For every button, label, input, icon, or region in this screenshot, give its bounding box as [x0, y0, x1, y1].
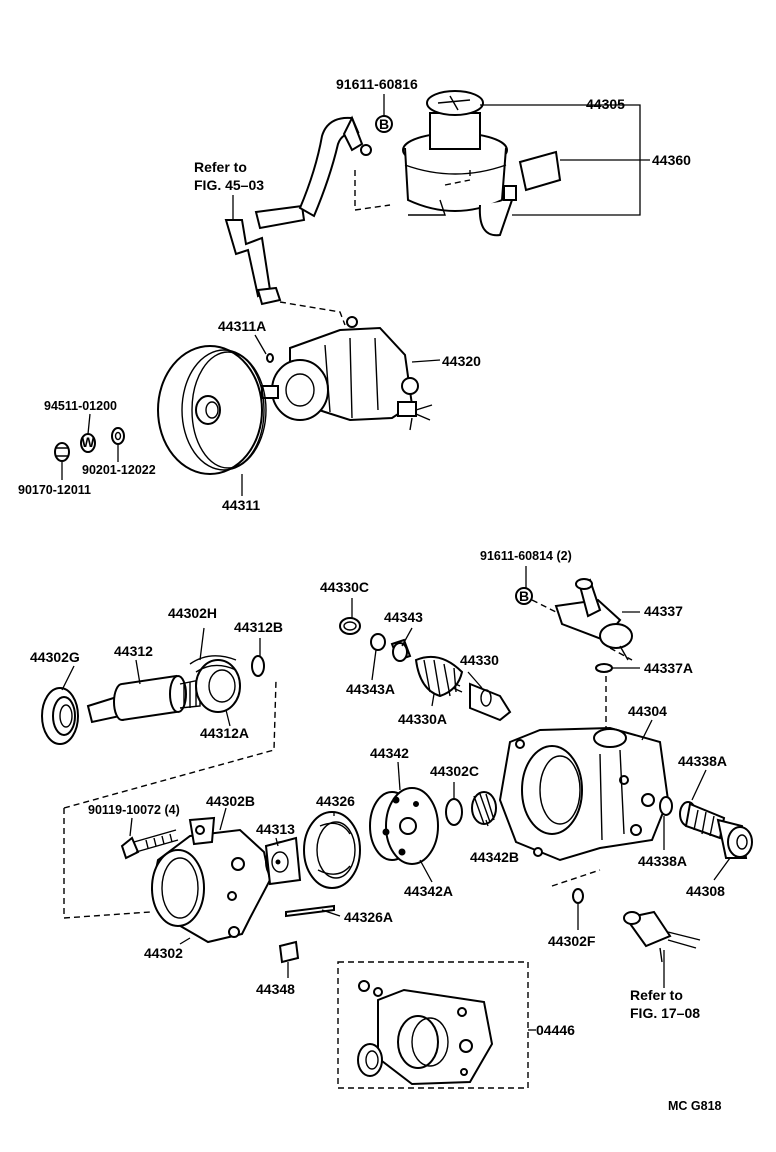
badge-b-top: B [379, 116, 389, 132]
valve-parts [339, 617, 512, 722]
label-44342B: 44342B [470, 849, 519, 865]
label-44305: 44305 [586, 96, 625, 112]
label-04446: 04446 [536, 1022, 575, 1038]
label-44312: 44312 [114, 643, 153, 659]
oring-44302C [445, 798, 463, 826]
label-44343: 44343 [384, 609, 423, 625]
label-44337: 44337 [644, 603, 683, 619]
label-44302C: 44302C [430, 763, 479, 779]
rotor-44313 [264, 836, 302, 886]
label-94511-01200: 94511-01200 [44, 399, 117, 413]
label-44338A-bottom: 44338A [638, 853, 687, 869]
pulley-44311 [157, 345, 267, 475]
refer-fig-17-line2: FIG. 17–08 [630, 1005, 700, 1021]
plug-44302F [551, 869, 601, 904]
label-44360: 44360 [652, 152, 691, 168]
badge-b-bottom: B [519, 588, 529, 604]
pressure-switch [623, 910, 701, 963]
label-44338A-top: 44338A [678, 753, 727, 769]
pressure-plate-44342 [369, 787, 439, 865]
badge-w: W [81, 434, 95, 450]
union-44337 [515, 578, 633, 661]
label-44343A: 44343A [346, 681, 395, 697]
gasket-kit-04446 [337, 961, 529, 1089]
label-44302: 44302 [144, 945, 183, 961]
diagram-code: MC G818 [668, 1099, 722, 1113]
label-44348: 44348 [256, 981, 295, 997]
oring-44337A [595, 663, 613, 673]
label-44308: 44308 [686, 883, 725, 899]
label-90119-10072: 90119-10072 (4) [88, 803, 180, 817]
label-44326: 44326 [316, 793, 355, 809]
spring-44342B [471, 791, 497, 825]
oil-seal-44302G [41, 687, 79, 745]
label-44302F: 44302F [548, 933, 596, 949]
bolt-90119 [120, 829, 179, 860]
label-90201-12022: 90201-12022 [82, 463, 156, 477]
ring-44312B [251, 655, 265, 677]
assembly-frame [63, 679, 277, 919]
refer-fig-17-line1: Refer to [630, 987, 683, 1003]
label-44304: 44304 [628, 703, 667, 719]
label-44330A: 44330A [398, 711, 447, 727]
label-44342A: 44342A [404, 883, 453, 899]
shaft-44312 [86, 674, 201, 724]
label-44302G: 44302G [30, 649, 80, 665]
bearing-44312A [189, 655, 241, 713]
pin-44326A [285, 904, 335, 918]
label-44337A: 44337A [644, 660, 693, 676]
label-44330C: 44330C [320, 579, 369, 595]
refer-fig-45-line2: FIG. 45–03 [194, 177, 264, 193]
return-hose [224, 115, 391, 326]
label-44313: 44313 [256, 821, 295, 837]
label-44312B: 44312B [234, 619, 283, 635]
label-44302H: 44302H [168, 605, 217, 621]
label-90170-12011: 90170-12011 [18, 483, 91, 497]
label-91611-60816: 91611-60816 [336, 76, 418, 92]
label-44330: 44330 [460, 652, 499, 668]
part-44348 [278, 940, 300, 964]
refer-fig-45-line1: Refer to [194, 159, 247, 175]
housing-44304 [498, 676, 670, 862]
label-44311A: 44311A [218, 318, 266, 334]
label-sticker-44360 [518, 150, 562, 192]
label-91611-60814: 91611-60814 (2) [480, 549, 572, 563]
label-44342: 44342 [370, 745, 409, 761]
label-44312A: 44312A [200, 725, 249, 741]
cam-ring-44326 [303, 811, 361, 889]
label-44320: 44320 [442, 353, 481, 369]
label-44326A: 44326A [344, 909, 393, 925]
label-44302B: 44302B [206, 793, 255, 809]
fitting-44308 [659, 796, 753, 859]
cover-44302B [150, 816, 272, 944]
pump-assembly-44320 [261, 316, 433, 431]
label-44311: 44311 [222, 497, 260, 513]
reservoir-44305 [402, 90, 517, 237]
